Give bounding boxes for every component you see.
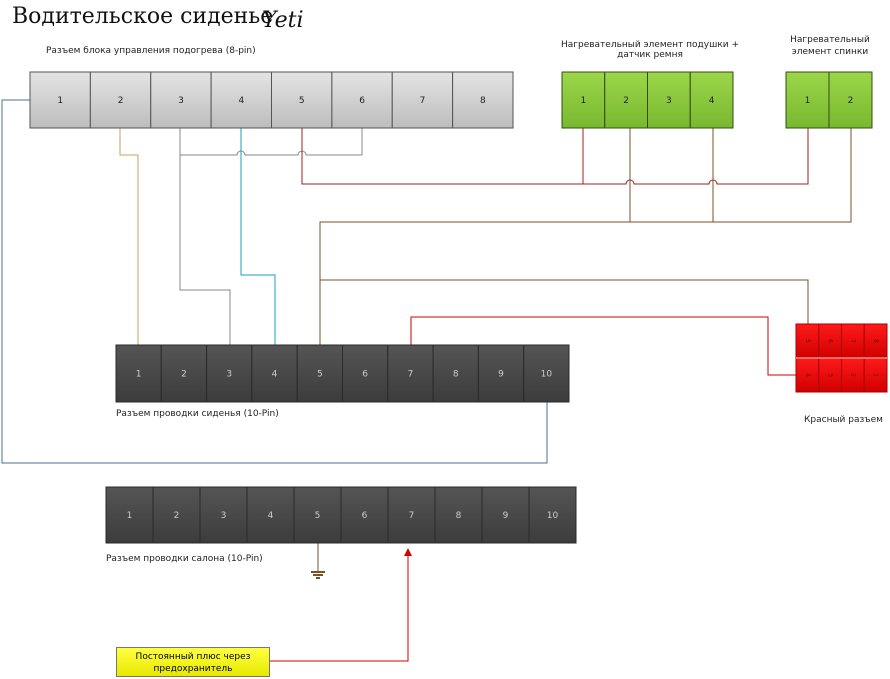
pin-number: 1 bbox=[805, 96, 811, 106]
pin-number: 1 bbox=[57, 96, 63, 106]
pin-number: 3 bbox=[178, 96, 184, 106]
pin-cell bbox=[452, 71, 514, 129]
pin-number: 5 bbox=[315, 511, 321, 521]
pin-cell bbox=[432, 344, 479, 403]
wire-pin3-6 bbox=[179, 128, 363, 156]
cushion-connector: 1 2 3 4 bbox=[561, 71, 734, 129]
pin-number: 9 bbox=[503, 511, 509, 521]
pin-cell bbox=[210, 71, 272, 129]
wire-pin1 bbox=[1, 99, 548, 464]
pin-cell bbox=[387, 486, 436, 544]
back-label: Нагревательный элемент спинки bbox=[790, 35, 870, 57]
pin-number: 4 bbox=[238, 96, 244, 106]
pin-number: 2 bbox=[849, 373, 856, 377]
wire-pin7 bbox=[410, 316, 796, 376]
pin-number: 6 bbox=[362, 370, 368, 380]
control-unit-label: Разъем блока управления подогрева (8-pin… bbox=[46, 46, 256, 56]
cabin-wiring-connector: 1 2 3 4 5 6 7 8 9 10 bbox=[105, 486, 577, 544]
pin-cell bbox=[271, 71, 333, 129]
pin-cell bbox=[89, 71, 152, 129]
red-connector-label: Красный разъем bbox=[804, 415, 883, 425]
pin-number: 5 bbox=[804, 339, 811, 343]
pin-number: 1 bbox=[127, 511, 133, 521]
pin-cell bbox=[296, 344, 344, 403]
pin-cell bbox=[152, 486, 201, 544]
pin-number: 9 bbox=[498, 370, 504, 380]
pin-cell bbox=[647, 71, 691, 129]
pin-number: 2 bbox=[623, 96, 629, 106]
pin-number: 1 bbox=[136, 370, 142, 380]
wire-red-connector-ground bbox=[320, 279, 809, 324]
pin-number: 6 bbox=[827, 339, 834, 343]
pin-number: 2 bbox=[181, 370, 187, 380]
pin-number: 1 bbox=[581, 96, 587, 106]
pin-cell bbox=[206, 344, 253, 403]
pin-number: 3 bbox=[226, 370, 232, 380]
wire-pin5 bbox=[301, 128, 809, 185]
pin-number: 5 bbox=[317, 370, 323, 380]
pin-cell bbox=[150, 71, 212, 129]
pin-cell bbox=[246, 486, 295, 544]
control-unit-connector: 1 2 3 4 5 6 7 8 bbox=[29, 71, 514, 129]
cushion-label: Нагревательный элемент подушки + датчик … bbox=[560, 40, 740, 60]
pin-number: 8 bbox=[456, 511, 462, 521]
pin-cell bbox=[689, 71, 734, 129]
pin-cell bbox=[331, 71, 393, 129]
pin-number: 3 bbox=[666, 96, 672, 106]
pin-cell bbox=[160, 344, 208, 403]
pin-number: 10 bbox=[541, 370, 553, 380]
pin-number: 2 bbox=[118, 96, 124, 106]
power-note-box: Постоянный плюс через предохранитель bbox=[116, 647, 270, 677]
wire-pin2 bbox=[119, 128, 139, 345]
wire-pin4 bbox=[240, 128, 276, 345]
pin-cell bbox=[481, 486, 530, 544]
pin-number: 7 bbox=[849, 339, 856, 343]
pin-number: 3 bbox=[221, 511, 227, 521]
pin-cell bbox=[251, 344, 298, 403]
pin-number: 2 bbox=[174, 511, 180, 521]
pin-cell bbox=[785, 71, 830, 129]
pin-number: 7 bbox=[409, 511, 415, 521]
logo: Yeti bbox=[262, 8, 304, 33]
pin-number: 10 bbox=[547, 511, 559, 521]
page-title: Водительское сиденье bbox=[12, 4, 274, 29]
pin-number: 8 bbox=[480, 96, 486, 106]
pin-cell bbox=[105, 486, 154, 544]
pin-cell bbox=[828, 71, 873, 129]
pin-number: 3 bbox=[827, 373, 834, 377]
pin-cell bbox=[561, 71, 606, 129]
pin-number: 5 bbox=[299, 96, 305, 106]
pin-cell bbox=[391, 71, 454, 129]
wire-ground-bus bbox=[319, 128, 852, 345]
pin-number: 7 bbox=[420, 96, 426, 106]
pin-number: 1 bbox=[872, 373, 879, 377]
pin-number: 6 bbox=[362, 511, 368, 521]
pin-cell bbox=[528, 486, 577, 544]
pin-cell bbox=[523, 344, 570, 403]
pin-number: 7 bbox=[408, 370, 414, 380]
red-connector: 5 6 7 8 4 3 2 1 bbox=[795, 323, 888, 393]
pin-cell bbox=[115, 344, 162, 403]
pin-number: 4 bbox=[272, 370, 278, 380]
pin-number: 8 bbox=[872, 339, 879, 343]
seat-wiring-connector: 1 2 3 4 5 6 7 8 9 10 bbox=[115, 344, 570, 403]
pin-number: 2 bbox=[848, 96, 854, 106]
pin-number: 8 bbox=[453, 370, 459, 380]
pin-number: 4 bbox=[268, 511, 274, 521]
pin-cell bbox=[434, 486, 483, 544]
seat-wiring-label: Разъем проводки сиденья (10-Pin) bbox=[116, 409, 279, 419]
ground-icon bbox=[311, 571, 325, 579]
pin-cell bbox=[604, 71, 648, 129]
pin-cell bbox=[342, 344, 389, 403]
pin-number: 4 bbox=[709, 96, 715, 106]
pin-number: 6 bbox=[359, 96, 365, 106]
cabin-wiring-label: Разъем проводки салона (10-Pin) bbox=[106, 554, 263, 564]
wire-power-arrow bbox=[270, 548, 412, 662]
pin-number: 4 bbox=[804, 373, 811, 377]
wire-pin3-seat bbox=[179, 155, 231, 345]
